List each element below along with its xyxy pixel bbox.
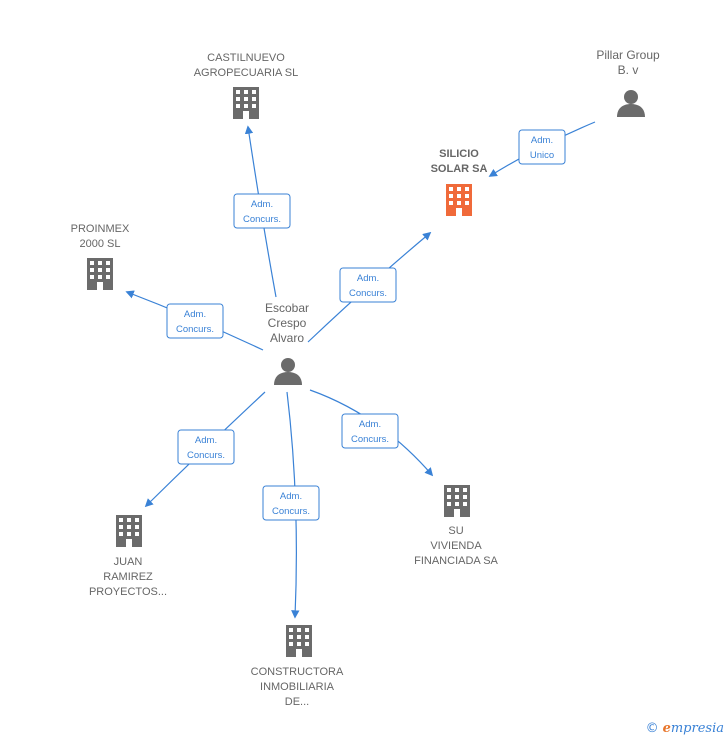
relation-silicio-line2: Concurs. [349, 288, 387, 299]
node-center[interactable]: Escobar Crespo Alvaro [265, 301, 309, 385]
brand-footer: ©empresia [646, 721, 724, 736]
node-proinmex-line1: PROINMEX [71, 223, 130, 235]
copyright-icon: © [645, 721, 659, 736]
node-silicio[interactable]: SILICIO SOLAR SA [431, 148, 488, 216]
relation-constructora[interactable]: Adm. Concurs. [262, 485, 320, 521]
person-icon [274, 358, 302, 385]
building-icon [444, 485, 470, 517]
brand-logo-rest: mpresia [670, 721, 724, 736]
relation-proinmex-line2: Concurs. [176, 324, 214, 335]
node-juan-line3: PROYECTOS... [89, 586, 167, 598]
node-suvivienda-line3: FINANCIADA SA [414, 555, 498, 567]
node-pillar-line1: Pillar Group [596, 48, 660, 62]
building-icon [116, 515, 142, 547]
building-icon [233, 87, 259, 119]
node-center-line1: Escobar [265, 301, 309, 315]
node-center-line2: Crespo [268, 316, 307, 330]
node-pillar-line2: B. v [618, 63, 639, 77]
relation-silicio[interactable]: Adm. Concurs. [339, 267, 397, 303]
node-constructora[interactable]: CONSTRUCTORA INMOBILIARIA DE... [251, 625, 344, 708]
relation-pillar[interactable]: Adm. Unico [518, 129, 566, 165]
relation-castilnuevo[interactable]: Adm. Concurs. [233, 193, 291, 229]
node-suvivienda-line1: SU [448, 525, 463, 537]
node-center-line3: Alvaro [270, 331, 304, 345]
node-castilnuevo-line2: AGROPECUARIA SL [194, 67, 299, 79]
relation-pillar-line1: Adm. [531, 135, 553, 146]
relation-suvivienda-line1: Adm. [359, 419, 381, 430]
node-suvivienda[interactable]: SU VIVIENDA FINANCIADA SA [414, 485, 499, 567]
building-icon [286, 625, 312, 657]
relation-castilnuevo-line1: Adm. [251, 199, 273, 210]
relation-proinmex[interactable]: Adm. Concurs. [166, 303, 224, 339]
node-castilnuevo-line1: CASTILNUEVO [207, 52, 285, 64]
relation-labels: Adm. Concurs. Adm. Concurs. Adm. Concurs… [166, 129, 566, 521]
node-constructora-line2: INMOBILIARIA [260, 681, 335, 693]
relation-silicio-line1: Adm. [357, 273, 379, 284]
node-constructora-line3: DE... [285, 696, 309, 708]
node-juan[interactable]: JUAN RAMIREZ PROYECTOS... [89, 515, 167, 598]
building-icon [87, 258, 113, 290]
node-proinmex[interactable]: PROINMEX 2000 SL [71, 223, 130, 290]
person-icon [617, 90, 645, 117]
node-juan-line2: RAMIREZ [103, 571, 153, 583]
relation-juan-line1: Adm. [195, 435, 217, 446]
relation-juan[interactable]: Adm. Concurs. [177, 429, 235, 465]
nodes: Escobar Crespo Alvaro Pillar Group B. v … [71, 48, 660, 708]
relation-constructora-line2: Concurs. [272, 506, 310, 517]
node-silicio-line2: SOLAR SA [431, 163, 488, 175]
edges [125, 121, 596, 619]
brand-logo-first: e [662, 721, 671, 736]
node-constructora-line1: CONSTRUCTORA [251, 666, 344, 678]
relation-proinmex-line1: Adm. [184, 309, 206, 320]
relation-constructora-line1: Adm. [280, 491, 302, 502]
relation-juan-line2: Concurs. [187, 450, 225, 461]
node-castilnuevo[interactable]: CASTILNUEVO AGROPECUARIA SL [194, 52, 299, 119]
node-pillar[interactable]: Pillar Group B. v [596, 48, 660, 117]
node-suvivienda-line2: VIVIENDA [430, 540, 482, 552]
relation-castilnuevo-line2: Concurs. [243, 214, 281, 225]
relation-suvivienda-line2: Concurs. [351, 434, 389, 445]
relation-suvivienda[interactable]: Adm. Concurs. [341, 413, 399, 449]
node-proinmex-line2: 2000 SL [80, 238, 121, 250]
relation-pillar-line2: Unico [530, 150, 554, 161]
building-icon [446, 184, 472, 216]
node-juan-line1: JUAN [114, 556, 143, 568]
node-silicio-line1: SILICIO [439, 148, 479, 160]
